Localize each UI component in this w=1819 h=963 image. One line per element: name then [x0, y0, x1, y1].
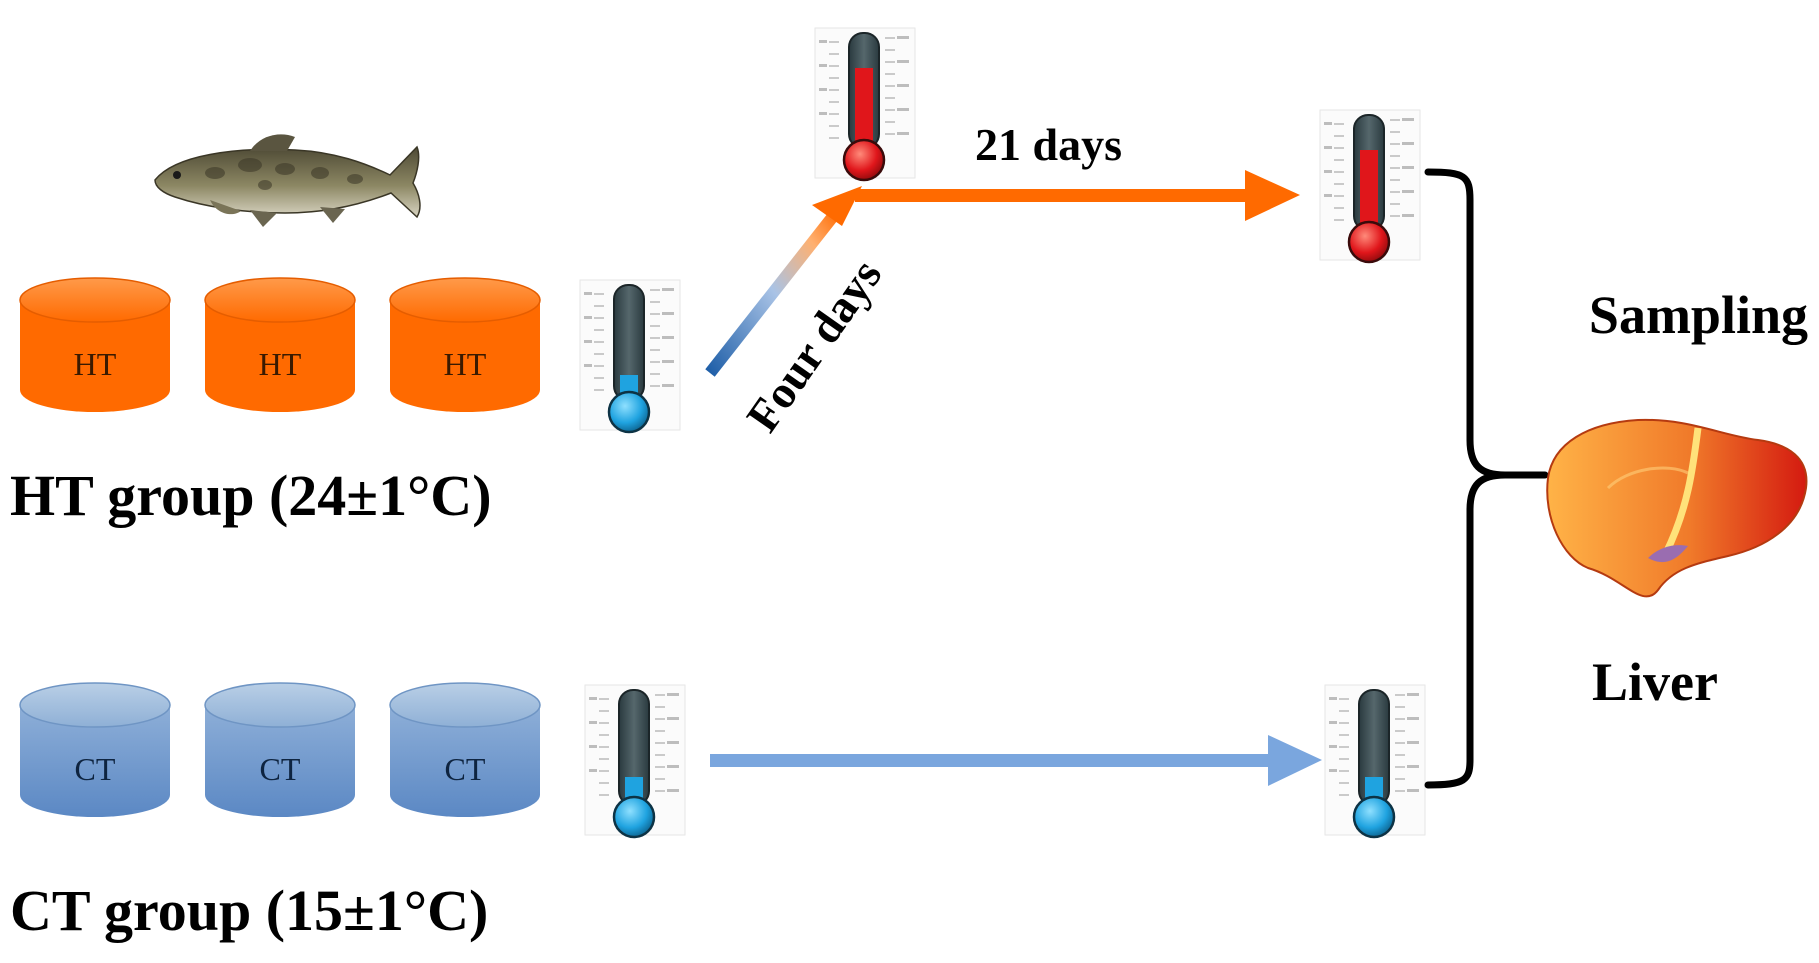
thermometer-icon — [814, 27, 916, 182]
fish-icon — [154, 134, 421, 227]
duration-label: 21 days — [975, 119, 1122, 170]
ht-duration-arrow — [855, 170, 1300, 221]
ct-tank-label: CT — [75, 751, 116, 787]
ct-tank-label: CT — [260, 751, 301, 787]
thermometer-icon — [1324, 684, 1426, 839]
ht-tank: HT — [389, 277, 541, 412]
thermometer-icon — [584, 684, 686, 839]
ht-tank-label: HT — [259, 346, 302, 382]
ct-group-label: CT group (15±1°C) — [10, 878, 488, 943]
sampling-title: Sampling — [1589, 285, 1808, 345]
ct-tank-label: CT — [445, 751, 486, 787]
heating-arrow — [705, 186, 862, 377]
ht-tank-label: HT — [74, 346, 117, 382]
ht-tank-label: HT — [444, 346, 487, 382]
heating-label: Four days — [736, 250, 891, 441]
thermometer-icon — [579, 279, 681, 434]
ht-tank: HT — [19, 277, 171, 412]
ct-tank: CT — [19, 682, 171, 817]
ht-group-label: HT group (24±1°C) — [10, 463, 492, 528]
ht-tanks: HT HT HT — [19, 277, 541, 412]
ct-tanks: CT CT CT — [19, 682, 541, 817]
ct-tank: CT — [204, 682, 356, 817]
thermometer-icon — [1319, 109, 1421, 264]
ht-tank: HT — [204, 277, 356, 412]
ct-tank: CT — [389, 682, 541, 817]
sampling-bracket — [1424, 168, 1549, 789]
ct-duration-arrow — [710, 735, 1322, 786]
liver-icon — [1546, 418, 1808, 598]
tissue-label: Liver — [1592, 652, 1718, 712]
